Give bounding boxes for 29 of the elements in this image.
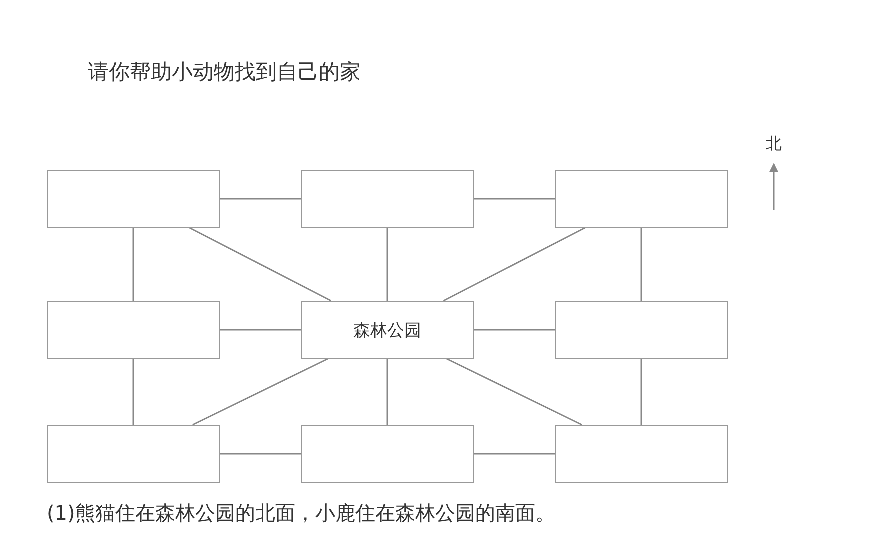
blank-box <box>555 425 728 483</box>
clue-text: (1)熊猫住在森林公园的北面，小鹿住在森林公园的南面。 <box>47 500 556 527</box>
connector-line <box>446 358 582 426</box>
connector-line <box>443 227 586 302</box>
blank-box <box>555 170 728 228</box>
blank-box <box>47 301 220 359</box>
connector-line <box>386 359 388 425</box>
connector-line <box>132 359 134 425</box>
connector-line <box>220 453 301 455</box>
blank-box <box>47 170 220 228</box>
blank-box <box>301 425 474 483</box>
connector-line <box>474 329 555 331</box>
compass-label: 北 <box>766 134 782 155</box>
connector-line <box>132 228 134 301</box>
blank-box <box>47 425 220 483</box>
blank-box <box>555 301 728 359</box>
title: 请你帮助小动物找到自己的家 <box>88 59 361 86</box>
connector-line <box>220 198 301 200</box>
connector-line <box>220 329 301 331</box>
connector-line <box>386 228 388 301</box>
connector-line <box>474 453 555 455</box>
connector-line <box>474 198 555 200</box>
connector-line <box>640 359 642 425</box>
connector-line <box>189 227 332 302</box>
place-box <box>301 301 474 359</box>
blank-box <box>301 170 474 228</box>
place-name: 森林公园 <box>354 320 422 342</box>
connector-line <box>640 228 642 301</box>
connector-line <box>192 358 328 426</box>
